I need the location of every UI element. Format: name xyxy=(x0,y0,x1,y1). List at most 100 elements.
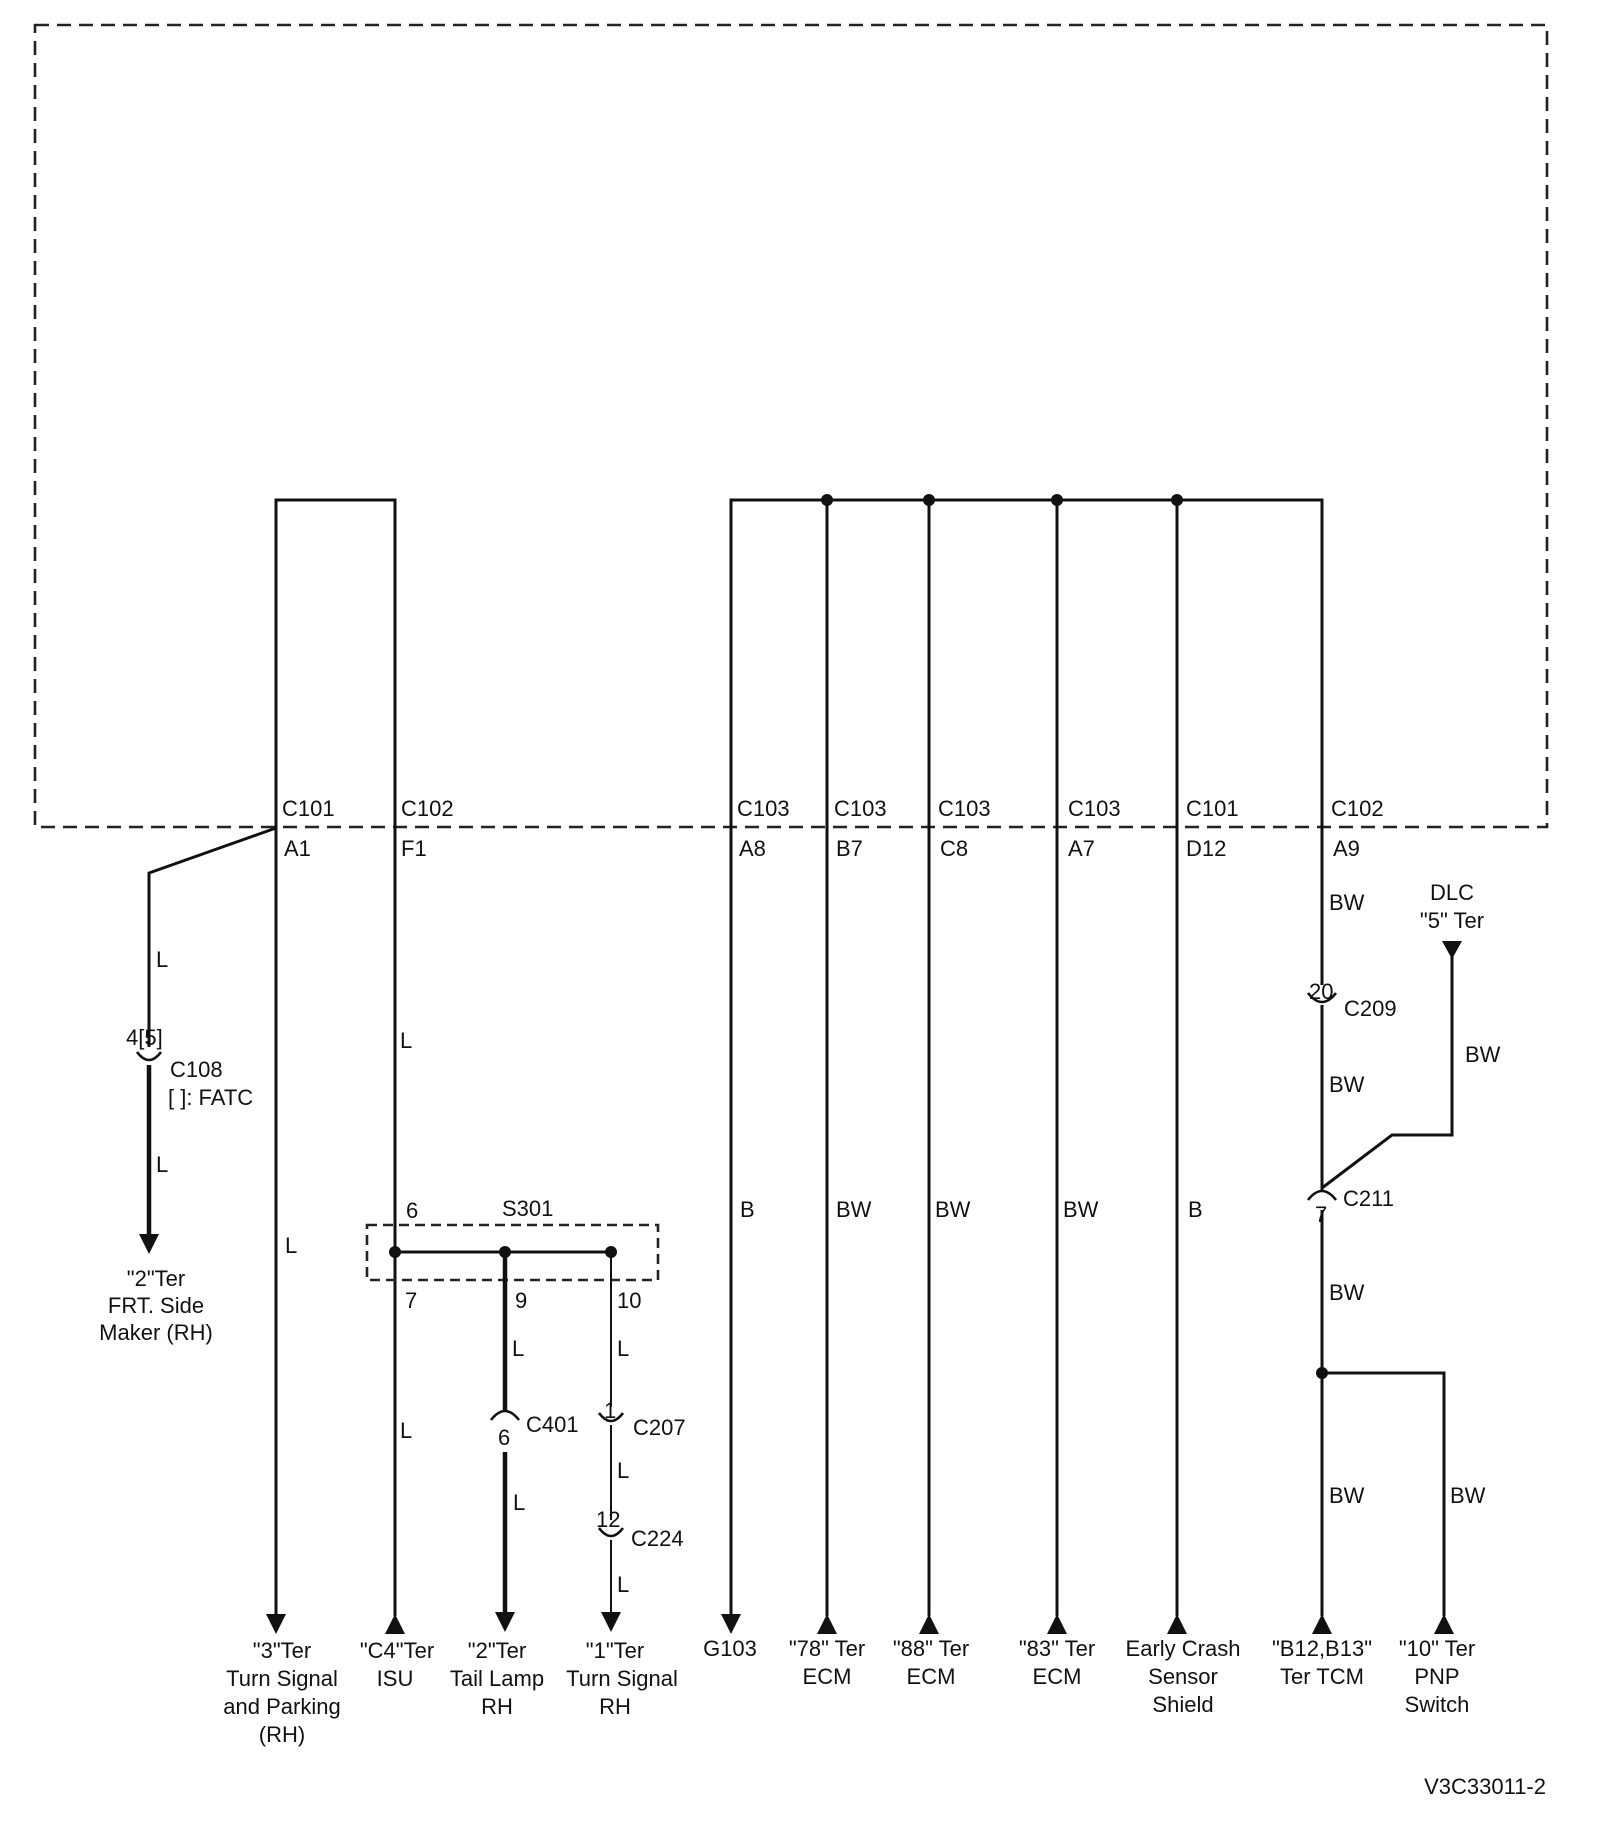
destination-tcm: "B12,B13" Ter TCM xyxy=(1272,1636,1372,1689)
wire-color-label: L xyxy=(512,1336,524,1361)
wire-color-label: BW xyxy=(1329,890,1365,915)
destination-line: and Parking xyxy=(223,1694,340,1719)
destination-ground: G103 xyxy=(703,1636,757,1661)
connector-c108-symbol xyxy=(135,1051,163,1062)
destination-tail-lamp: "2"Ter Tail Lamp RH xyxy=(450,1638,544,1719)
wire-color-label: BW xyxy=(935,1197,971,1222)
arrow-up-isu xyxy=(385,1614,405,1634)
destination-line: "C4"Ter xyxy=(360,1638,434,1663)
wire-color-label: L xyxy=(617,1572,629,1597)
connector-c211-name: C211 xyxy=(1343,1186,1394,1211)
connector-name-c103-a7: C103 xyxy=(1068,796,1121,821)
destination-line: Tail Lamp xyxy=(450,1666,544,1691)
wire-color-label: L xyxy=(156,947,168,972)
figure-id: V3C33011-2 xyxy=(1424,1774,1546,1799)
arrow-up-ecm88 xyxy=(919,1614,939,1634)
destination-isu: "C4"Ter ISU xyxy=(360,1638,434,1691)
destination-line: ECM xyxy=(1033,1664,1082,1689)
connector-c209-pin: 20 xyxy=(1309,979,1333,1004)
connector-c207-pin: 1 xyxy=(604,1398,616,1423)
connector-c224-symbol xyxy=(597,1527,625,1538)
connector-name-c102-a9: C102 xyxy=(1331,796,1384,821)
connector-c224-pin: 12 xyxy=(596,1507,620,1532)
wire-color-label: BW xyxy=(1465,1042,1501,1067)
connector-pin-a1: A1 xyxy=(284,836,311,861)
arrow-down-dlc xyxy=(1442,941,1462,959)
wire-color-label: L xyxy=(400,1418,412,1443)
connector-pin-a7: A7 xyxy=(1068,836,1095,861)
arrow-up-ecm78 xyxy=(817,1614,837,1634)
connector-c401-name: C401 xyxy=(526,1412,579,1437)
destination-line: "2"Ter xyxy=(127,1266,185,1291)
wire-color-label: BW xyxy=(1063,1197,1099,1222)
splice-pin-6: 6 xyxy=(406,1198,418,1223)
destination-line: RH xyxy=(599,1694,631,1719)
wire-color-label: L xyxy=(285,1233,297,1258)
wire-color-label: BW xyxy=(836,1197,872,1222)
destination-line: "78" Ter xyxy=(789,1636,865,1661)
destination-line: "B12,B13" xyxy=(1272,1636,1372,1661)
wire-dlc xyxy=(1321,945,1454,1190)
wire-color-label: BW xyxy=(1450,1483,1486,1508)
wire-ground-bus xyxy=(729,498,1324,828)
wire-a1-f1-loop xyxy=(274,498,397,828)
destination-ecm83: "83" Ter ECM xyxy=(1019,1636,1095,1689)
wire-color-label: L xyxy=(617,1336,629,1361)
connector-c108-note: [ ]: FATC xyxy=(168,1085,253,1110)
module-boundary xyxy=(33,23,1549,829)
connector-c209-symbol xyxy=(1306,992,1338,1004)
wire-color-label: L xyxy=(156,1152,168,1177)
destination-line: RH xyxy=(481,1694,513,1719)
connector-c211-pin: 7 xyxy=(1315,1202,1327,1227)
destination-crash-sensor: Early Crash Sensor Shield xyxy=(1126,1636,1241,1717)
connector-c209-name: C209 xyxy=(1344,996,1397,1021)
destination-line: Early Crash xyxy=(1126,1636,1241,1661)
wire-color-label: B xyxy=(740,1197,755,1222)
connector-c224-name: C224 xyxy=(631,1526,684,1551)
destination-side-marker: "2"Ter FRT. Side Maker (RH) xyxy=(99,1266,213,1345)
arrow-down-turn-signal-parking xyxy=(266,1614,286,1634)
destination-turn-signal: "1"Ter Turn Signal RH xyxy=(566,1638,678,1719)
connector-name-c103-c8: C103 xyxy=(938,796,991,821)
destination-line: (RH) xyxy=(259,1722,305,1747)
arrow-down-g103 xyxy=(721,1614,741,1634)
wire-color-label: L xyxy=(400,1028,412,1053)
destination-line: "3"Ter xyxy=(253,1638,311,1663)
wire-color-label: L xyxy=(617,1458,629,1483)
arrow-down-turn-signal xyxy=(601,1612,621,1632)
wire-color-label: BW xyxy=(1329,1072,1365,1097)
connector-c207-name: C207 xyxy=(633,1415,686,1440)
destination-line: Shield xyxy=(1152,1692,1213,1717)
connector-c211-symbol xyxy=(1306,1189,1338,1201)
connector-pin-f1: F1 xyxy=(401,836,427,861)
connector-name-c103-a8: C103 xyxy=(737,796,790,821)
destination-line: G103 xyxy=(703,1636,757,1661)
wire-color-label: L xyxy=(513,1490,525,1515)
destination-line: "1"Ter xyxy=(586,1638,644,1663)
destination-ecm88: "88" Ter ECM xyxy=(893,1636,969,1689)
destination-line: Maker (RH) xyxy=(99,1320,213,1345)
connector-c207-symbol xyxy=(597,1412,625,1423)
arrow-down-side-marker xyxy=(139,1234,159,1254)
splice-node-7 xyxy=(389,1246,401,1258)
destination-line: Switch xyxy=(1405,1692,1470,1717)
connector-pin-c8: C8 xyxy=(940,836,968,861)
connector-pin-b7: B7 xyxy=(836,836,863,861)
arrow-up-crash-sensor xyxy=(1167,1614,1187,1634)
splice-pin-10: 10 xyxy=(617,1288,641,1313)
destination-turn-signal-parking: "3"Ter Turn Signal and Parking (RH) xyxy=(223,1638,340,1747)
arrow-up-tcm xyxy=(1312,1614,1332,1634)
destination-line: Ter TCM xyxy=(1280,1664,1364,1689)
connector-c401-symbol xyxy=(489,1409,521,1421)
dlc-label-line1: DLC xyxy=(1430,880,1474,905)
arrow-up-ecm83 xyxy=(1047,1614,1067,1634)
destination-pnp: "10" Ter PNP Switch xyxy=(1399,1636,1475,1717)
connector-pin-a9: A9 xyxy=(1333,836,1360,861)
destination-line: "10" Ter xyxy=(1399,1636,1475,1661)
connector-name-c103-b7: C103 xyxy=(834,796,887,821)
destination-line: "83" Ter xyxy=(1019,1636,1095,1661)
destination-line: "88" Ter xyxy=(893,1636,969,1661)
splice-pin-7: 7 xyxy=(405,1288,417,1313)
destination-line: Sensor xyxy=(1148,1664,1218,1689)
